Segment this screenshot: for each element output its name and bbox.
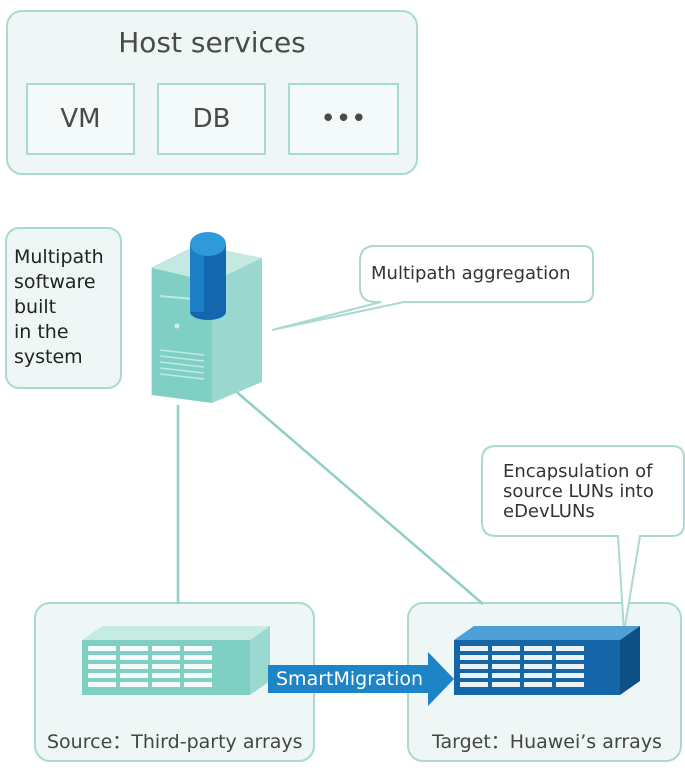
service-vm: VM — [26, 83, 135, 155]
multipath-note-line: system — [14, 346, 83, 368]
server-to-target-line — [231, 387, 484, 605]
multipath-note-line: Multipath — [14, 246, 104, 268]
service-more: ••• — [288, 83, 399, 155]
target-caption: Target：Huawei’s arrays — [432, 731, 662, 753]
source-caption: Source：Third-party arrays — [47, 731, 303, 753]
multipath-note-panel — [5, 227, 122, 389]
storage-array-icon — [82, 626, 270, 695]
service-db: DB — [157, 83, 266, 155]
aggregation-callout-text: Multipath aggregation — [371, 263, 571, 284]
multipath-note-line: in the — [14, 321, 69, 343]
encapsulation-line: Encapsulation of — [503, 461, 653, 482]
multipath-note-line: software — [14, 271, 96, 293]
host-services-title: Host services — [118, 26, 306, 59]
aggregation-callout-shape — [271, 245, 594, 331]
multipath-note-line: built — [14, 296, 57, 318]
database-cylinder-icon — [190, 232, 226, 320]
arrow-right-icon — [268, 652, 454, 706]
smartmigration-label: SmartMigration — [276, 668, 424, 690]
huawei-storage-array-icon — [454, 626, 640, 695]
encapsulation-line: source LUNs into — [503, 481, 654, 502]
encapsulation-callout-shape — [481, 445, 685, 633]
encapsulation-line: eDevLUNs — [503, 501, 595, 522]
encapsulation-callout-text: Encapsulation of source LUNs into eDevLU… — [503, 462, 654, 522]
multipath-note-text: Multipath software built in the system — [14, 245, 104, 370]
